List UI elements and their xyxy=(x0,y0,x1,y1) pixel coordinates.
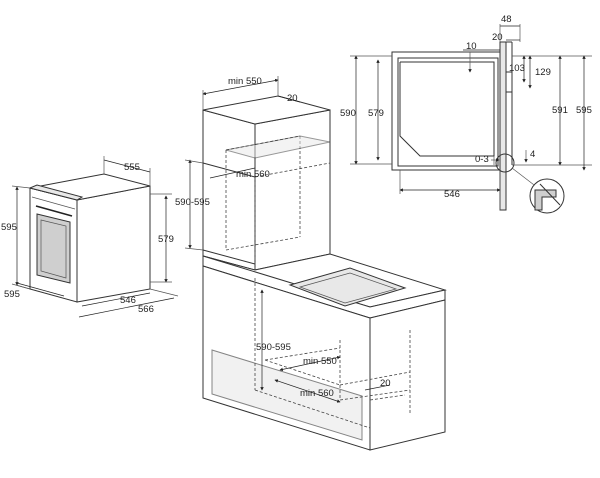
dim-546: 546 xyxy=(120,295,136,306)
dim-detail-103: 103 xyxy=(509,63,525,74)
dim-579: 579 xyxy=(158,234,174,245)
dim-detail-591: 591 xyxy=(552,105,568,116)
dim-detail-48: 48 xyxy=(501,14,512,25)
section-dimensions: 48 20 10 103 129 590 579 591 595 546 xyxy=(340,14,592,200)
dim-detail-595: 595 xyxy=(576,105,592,116)
tall-column-cabinet xyxy=(202,95,331,271)
dim-detail-579: 579 xyxy=(368,108,384,119)
dim-595-height: 595 xyxy=(1,222,17,233)
dim-595-width: 595 xyxy=(4,289,20,300)
oven-drawing xyxy=(28,173,151,303)
tall-column-dimensions: min 550 20 min 560 590-595 xyxy=(175,76,301,251)
counter-cabinet xyxy=(202,253,447,451)
dim-555: 555 xyxy=(124,162,140,173)
dim-min-560-bottom: min 560 xyxy=(300,388,334,399)
oven-dimensions: 555 595 579 595 546 566 xyxy=(1,156,179,318)
oven-window xyxy=(36,213,71,284)
counter-dimensions: 590-595 min 550 min 560 20 xyxy=(256,289,391,403)
dim-detail-4: 4 xyxy=(530,149,535,160)
dim-min-550-bottom: min 550 xyxy=(303,356,337,367)
dim-590-595-top: 590-595 xyxy=(175,197,210,208)
dim-detail-590: 590 xyxy=(340,108,356,119)
dim-590-595-bottom: 590-595 xyxy=(256,342,291,353)
dim-detail-03: 0-3 xyxy=(475,154,489,165)
dim-detail-129: 129 xyxy=(535,67,551,78)
dim-566: 566 xyxy=(138,304,154,315)
dim-detail-10: 10 xyxy=(466,41,477,52)
dim-20-top: 20 xyxy=(287,93,298,104)
dim-detail-20: 20 xyxy=(492,32,503,43)
oven-handle xyxy=(35,205,73,217)
section-detail xyxy=(391,41,565,214)
dim-detail-546: 546 xyxy=(444,189,460,200)
dim-20-bottom: 20 xyxy=(380,378,391,389)
dim-min-550-top: min 550 xyxy=(228,76,262,87)
dim-min-560-top: min 560 xyxy=(236,169,270,180)
